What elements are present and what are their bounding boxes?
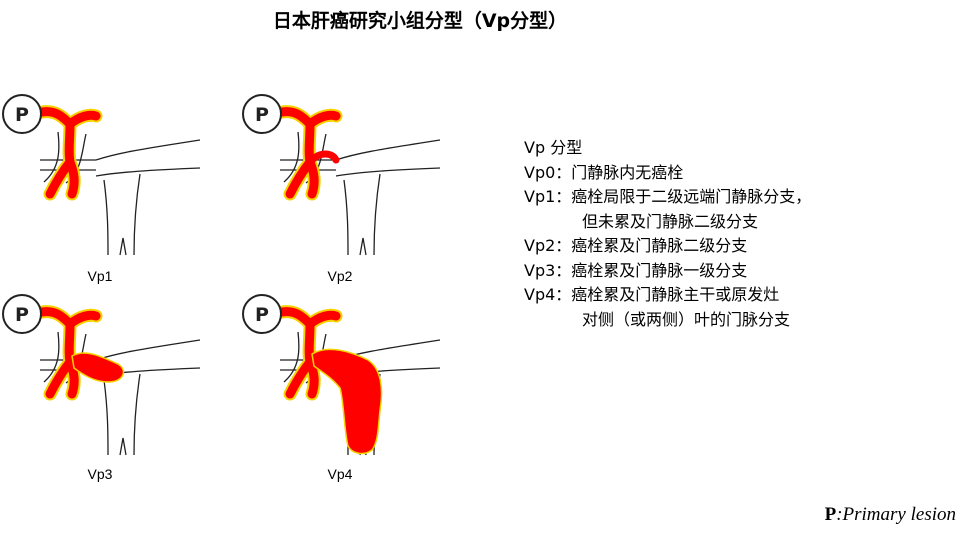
panel-label: Vp3: [87, 466, 113, 482]
thrombus: [304, 319, 315, 367]
legend-text: 癌栓累及门静脉二级分支: [571, 236, 748, 255]
primary-lesion-letter: P: [15, 104, 29, 126]
legend-code: Vp0: [524, 162, 556, 182]
primary-lesion-circle: [242, 94, 282, 134]
vein-outline: [283, 331, 300, 383]
vein-outline: [373, 173, 381, 256]
panel-vp3: P Vp3: [0, 290, 200, 482]
vp4-diagram: P: [242, 294, 440, 456]
primary-lesion-letter: P: [255, 304, 269, 326]
vein-outline: [343, 179, 349, 256]
thrombus: [64, 319, 75, 367]
legend-item-vp1-cont: 但未累及门静脉二级分支: [582, 211, 759, 231]
legend-sep: ：: [555, 285, 572, 304]
panel-vp4: P Vp4: [240, 290, 440, 482]
thrombus: [65, 357, 79, 399]
legend-text: 癌栓局限于二级远端门静脉分支，: [571, 187, 812, 206]
legend-item-vp4: Vp4：癌栓累及门静脉主干或原发灶: [524, 283, 811, 308]
legend-item-vp4-cont: 对侧（或两侧）叶的门脉分支: [582, 309, 791, 329]
legend-heading: Vp 分型: [524, 138, 583, 157]
vein-outline: [335, 167, 440, 177]
footnote: P:Primary lesion: [825, 504, 956, 526]
legend-code: Vp4: [524, 285, 556, 304]
thrombus: [305, 357, 319, 399]
legend-item-vp1: Vp1：癌栓局限于二级远端门静脉分支，: [524, 185, 811, 210]
vein-fork-outline: [359, 237, 367, 256]
legend-text: 门静脉内无癌栓: [571, 162, 684, 182]
vein-outline: [95, 139, 200, 161]
legend-code: Vp2: [524, 236, 556, 255]
panel-label: Vp2: [327, 268, 353, 284]
vein-fork-outline: [119, 437, 127, 456]
vein-outline: [103, 379, 109, 456]
legend-text: 癌栓累及门静脉一级分支: [571, 260, 748, 280]
vein-outline: [95, 339, 200, 361]
vein-outline: [133, 173, 141, 256]
legend-sep: ：: [555, 236, 572, 255]
vein-outline: [95, 167, 200, 177]
panel-label: Vp4: [327, 466, 353, 482]
legend-code: Vp1: [524, 187, 556, 206]
footnote-text: :Primary lesion: [836, 504, 956, 525]
legend-item-vp0: Vp0：门静脉内无癌栓: [524, 161, 811, 186]
footnote-letter: P: [824, 504, 837, 525]
vp-classification-legend: Vp 分型 Vp0：门静脉内无癌栓 Vp1：癌栓局限于二级远端门静脉分支， 但未…: [524, 136, 811, 332]
primary-lesion-circle: [242, 294, 282, 334]
panel-vp1: P Vp1: [0, 90, 200, 284]
primary-lesion-circle: [2, 94, 42, 134]
legend-sep: ：: [555, 260, 572, 280]
page-title: 日本肝癌研究小组分型（Vp分型）: [272, 10, 568, 32]
vein-outline: [43, 331, 60, 383]
vp3-diagram: P: [2, 294, 200, 456]
legend-code: Vp3: [524, 260, 556, 280]
legend-item-vp3: Vp3：癌栓累及门静脉一级分支: [524, 259, 811, 284]
thrombus: [64, 119, 75, 167]
panel-label: Vp1: [87, 268, 113, 284]
vein-fork-outline: [119, 237, 127, 256]
primary-lesion-letter: P: [255, 104, 269, 126]
vein-outline: [43, 131, 60, 183]
vein-outline: [133, 373, 141, 456]
thrombus: [304, 119, 315, 167]
primary-lesion-letter: P: [15, 304, 29, 326]
vp1-diagram: P: [2, 94, 200, 256]
legend-text: 癌栓累及门静脉主干或原发灶: [571, 285, 780, 304]
legend-sep: ：: [555, 187, 572, 206]
primary-lesion-circle: [2, 294, 42, 334]
thrombus-extension: [311, 348, 383, 455]
vein-outline: [335, 139, 440, 161]
vein-outline: [103, 179, 109, 256]
vein-outline: [283, 131, 300, 183]
vp2-diagram: P: [242, 94, 440, 256]
thrombus: [65, 157, 79, 199]
legend-sep: ：: [555, 162, 572, 182]
thrombus: [305, 157, 319, 199]
panel-vp2: P Vp2: [240, 90, 440, 284]
thrombus-extension: [71, 352, 125, 383]
legend-item-vp2: Vp2：癌栓累及门静脉二级分支: [524, 234, 811, 259]
thrombus-extension: [308, 150, 340, 164]
